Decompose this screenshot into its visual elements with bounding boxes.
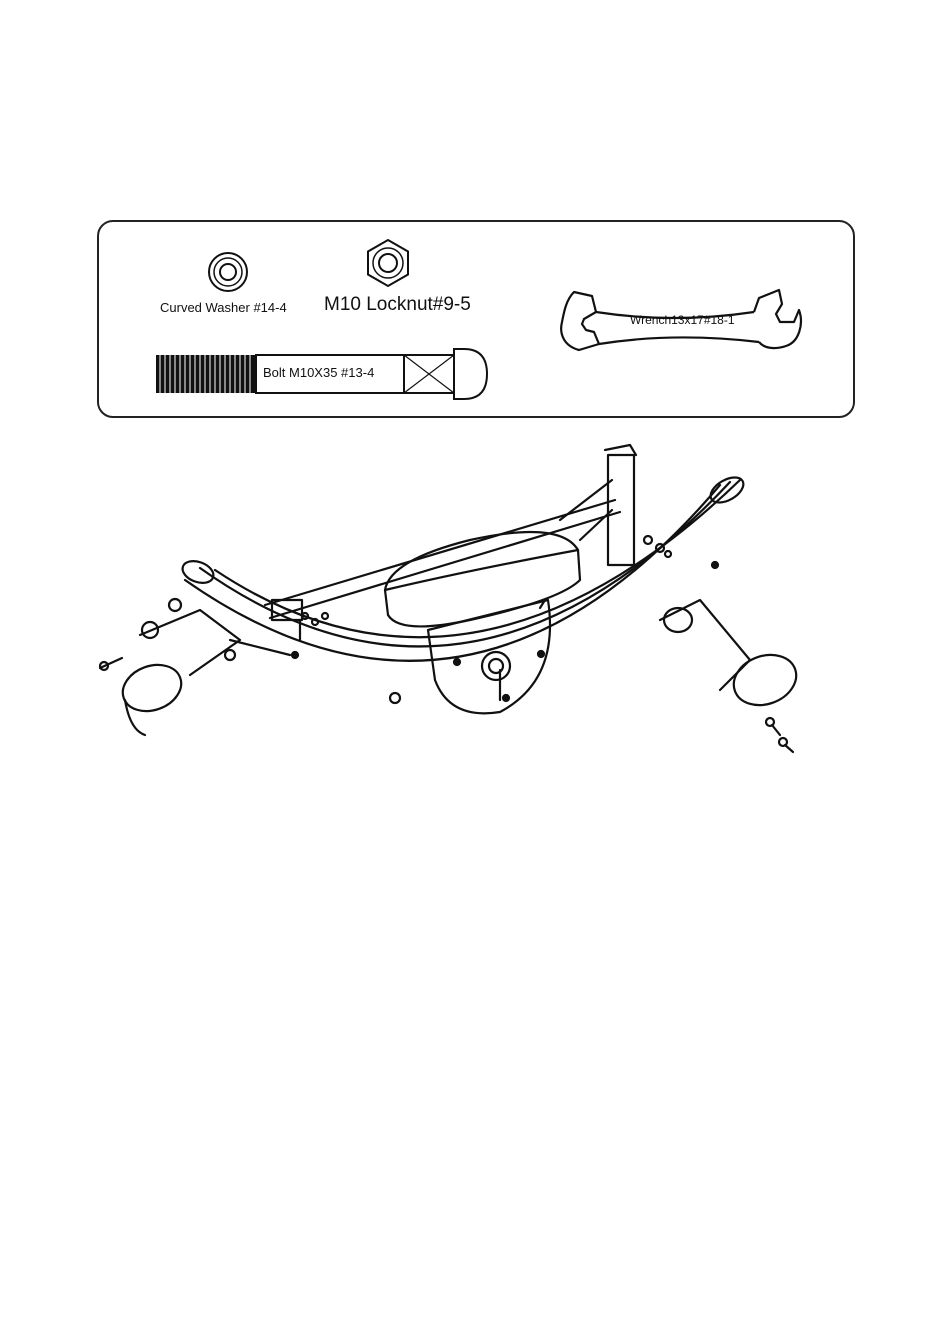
- washer-label: Curved Washer #14-4: [160, 300, 287, 315]
- bolt-label: Bolt M10X35 #13-4: [263, 365, 374, 380]
- bolt-icon: [152, 347, 497, 417]
- bike-frame-assembly-illustration: [0, 440, 933, 780]
- curved-washer-icon: [203, 247, 263, 307]
- locknut-label: M10 Locknut#9-5: [324, 294, 471, 316]
- hardware-panel: Curved Washer #14-4 M10 Locknut#9-5 Wren…: [97, 220, 855, 418]
- wrench-label: Wrench13x17#18-1: [630, 313, 735, 327]
